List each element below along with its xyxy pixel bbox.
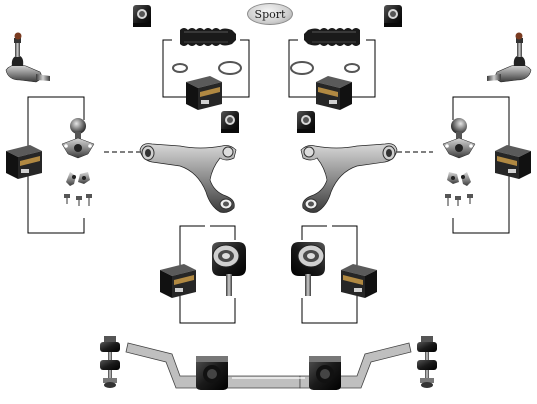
tie-rod-end-right	[486, 32, 532, 83]
tie-rod-end-left	[5, 32, 51, 83]
ball-joint-bracket-left	[27, 96, 85, 234]
steering-boot-right	[303, 27, 361, 47]
arm-bushing-large-right	[290, 241, 326, 277]
ball-joint-box-left	[6, 145, 42, 179]
bushing-sleeve-left	[226, 274, 232, 296]
control-arm-left	[139, 143, 237, 213]
sport-badge-label: Sport	[254, 7, 286, 21]
arm-bushing-small-right	[297, 111, 315, 133]
boot-clamps-left	[172, 61, 242, 75]
stabilizer-bar-bushing-right	[309, 356, 341, 390]
stabilizer-bushing-small-left	[133, 5, 151, 27]
hardware-left	[64, 172, 92, 206]
boot-clamps-right	[290, 61, 360, 75]
stabilizer-link-right	[417, 336, 437, 388]
boot-kit-box-right	[316, 76, 352, 110]
stabilizer-bar	[125, 342, 412, 389]
stabilizer-bar-bushing-left	[196, 356, 228, 390]
steering-boot-left	[179, 27, 237, 47]
ball-joint-bracket-right	[452, 96, 510, 234]
sport-badge: Sport	[247, 3, 293, 25]
ball-joint-left	[61, 117, 95, 159]
arm-bushing-small-left	[221, 111, 239, 133]
arm-bushing-bracket-left	[179, 225, 236, 324]
stabilizer-bushing-small-right	[384, 5, 402, 27]
ball-joint-box-right	[495, 145, 531, 179]
ball-joint-right	[442, 117, 476, 159]
bushing-sleeve-right	[305, 274, 311, 296]
arm-bushing-large-left	[211, 241, 247, 277]
control-arm-right	[300, 143, 398, 213]
arm-bushing-box-right	[341, 264, 377, 298]
arm-bushing-bracket-right	[301, 225, 358, 324]
arm-bushing-box-left	[160, 264, 196, 298]
hardware-right	[445, 172, 473, 206]
boot-kit-box-left	[186, 76, 222, 110]
stabilizer-link-left	[100, 336, 120, 388]
